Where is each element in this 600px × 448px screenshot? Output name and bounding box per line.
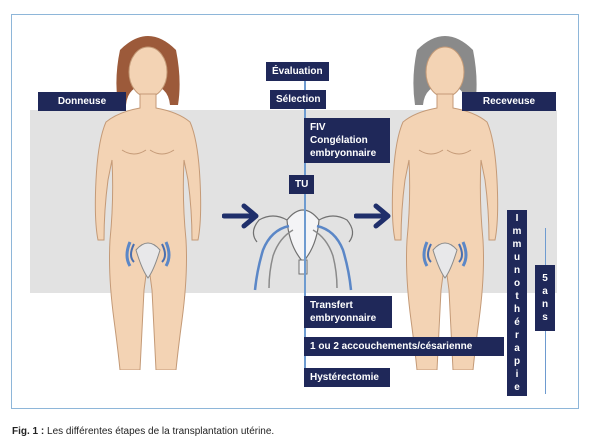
label-tu: TU (289, 175, 315, 194)
arrow-right-icon (222, 203, 259, 229)
caption-text: Les différentes étapes de la transplanta… (47, 426, 275, 437)
caption-prefix: Fig. 1 : (12, 426, 45, 437)
female-figure-recipient-icon (391, 36, 499, 370)
transfer-line-2: embryonnaire (310, 313, 377, 324)
label-evaluation: Évaluation (266, 62, 329, 81)
transplant-uterus-icon (252, 209, 354, 291)
immunotherapy-letter: r (515, 330, 519, 341)
label-selection: Sélection (270, 90, 327, 109)
female-figure-donor-icon (94, 36, 202, 370)
immunotherapy-letter: i (515, 369, 519, 380)
five_years-letter: n (541, 299, 549, 310)
label-hysterectomy: Hystérectomie (304, 368, 390, 387)
immunotherapy-letter: é (514, 317, 520, 328)
label-embryo-transfer: Transfert embryonnaire (304, 296, 392, 328)
immunotherapy-letter: m (512, 226, 522, 237)
immunotherapy-letter: u (513, 252, 521, 263)
label-donor: Donneuse (38, 92, 126, 111)
ivf-line-2: Congélation (310, 135, 368, 146)
immunotherapy-letter: h (513, 304, 521, 315)
ivf-line-1: FIV (310, 122, 326, 133)
immunotherapy-letter: I (515, 213, 519, 224)
label-deliveries: 1 ou 2 accouchements/césarienne (304, 337, 504, 356)
label-ivf-freezing: FIV Congélation embryonnaire (304, 118, 390, 163)
five_years-letter: 5 (542, 273, 548, 284)
timeline-line (304, 75, 306, 387)
label-recipient: Receveuse (462, 92, 556, 111)
transfer-line-1: Transfert (310, 300, 353, 311)
figure-caption: Fig. 1 : Les différentes étapes de la tr… (12, 426, 274, 437)
immunotherapy-letter: e (514, 382, 520, 393)
immunotherapy-letter: n (513, 265, 521, 276)
immunotherapy-letter: a (514, 343, 520, 354)
five_years-letter: a (542, 286, 548, 297)
immunotherapy-letter: m (512, 239, 522, 250)
immunotherapy-letter: p (513, 356, 521, 367)
immunotherapy-letter: t (515, 291, 519, 302)
ivf-line-3: embryonnaire (310, 148, 377, 159)
five_years-letter: s (542, 312, 548, 323)
immunotherapy-letter: o (513, 278, 521, 289)
arrow-right-icon (354, 203, 391, 229)
